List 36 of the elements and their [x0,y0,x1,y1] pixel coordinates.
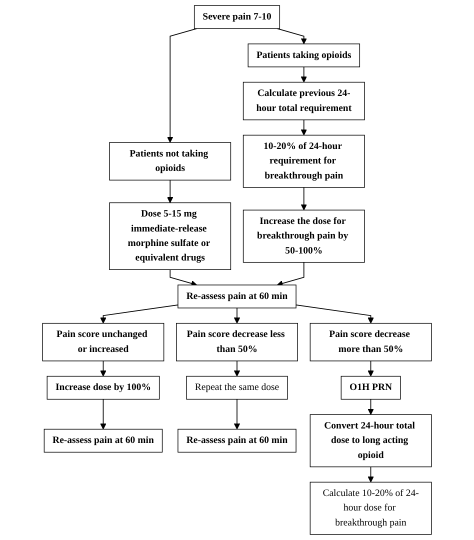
node-box: Calculate previous 24-hour total requirement [242,82,365,120]
node-box: Re-assess pain at 60 min [178,284,296,308]
arrow [276,262,304,286]
arrow [300,119,307,136]
arrow [100,304,178,324]
node-box: Repeat the same dose [186,376,288,400]
node-box: Pain score unchanged or increased [42,322,164,362]
arrow [368,360,374,377]
arrow [368,466,374,482]
node-box: Pain score decrease more than 50% [310,322,432,362]
arrow [100,398,106,430]
node-box: Calculate 10-20% of 24-hour dose for breakthrough pain [310,482,432,535]
arrow [368,398,374,415]
node-box: O1H PRN [340,376,401,400]
node-box: Severe pain 7-10 [194,5,280,29]
arrow [276,28,307,44]
node-box: Increase the dose for breakthrough pain by 50-100% [242,210,365,263]
arrow [167,180,174,204]
node-box: Patients not taking opioids [109,142,232,180]
node-box: Dose 5-15 mg immediate-release morphine sulfate or equivalent drugs [109,202,232,270]
arrow [234,308,240,324]
node-box: Re-assess pain at 60 min [178,428,296,453]
arrow [300,187,307,210]
arrow [234,398,240,430]
node-box: Increase dose by 100% [46,376,160,400]
arrow [234,360,240,377]
arrow [300,66,307,82]
node-box: Patients taking opioids [248,44,360,68]
node-box: 10-20% of 24-hour requirement for breakthrough pain [242,134,365,188]
arrow [100,360,106,377]
node-box: Pain score decrease less than 50% [176,322,298,362]
arrow [296,304,374,324]
arrow [167,28,198,143]
arrow [170,269,198,286]
node-box: Convert 24-hour total dose to long acting opioid [310,414,432,468]
node-box: Re-assess pain at 60 min [44,428,163,453]
